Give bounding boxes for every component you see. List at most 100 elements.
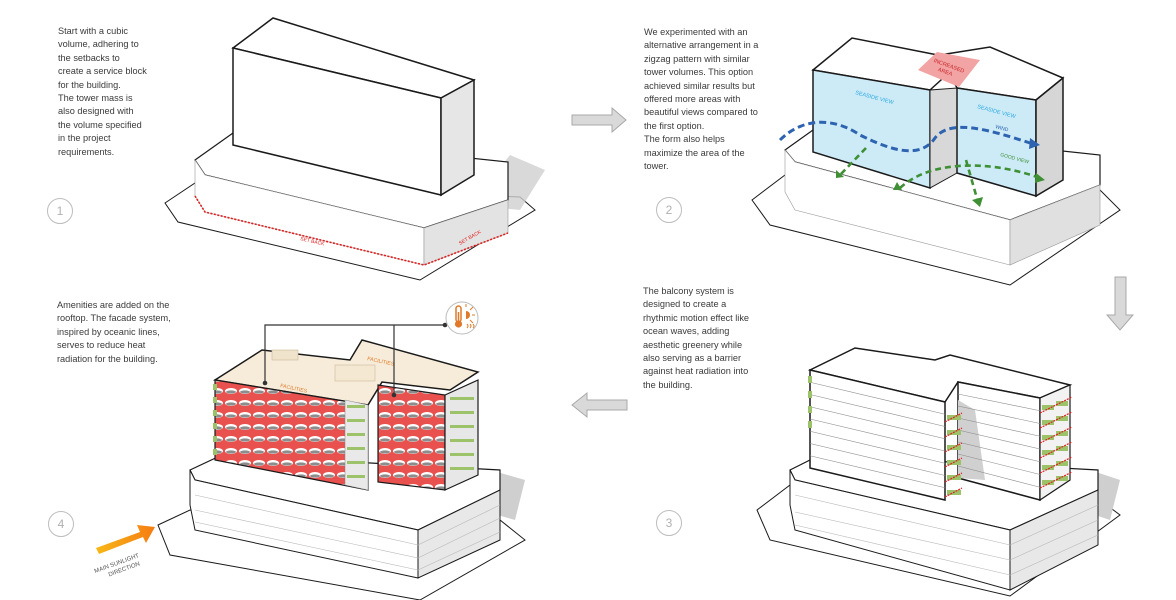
wind-arrowhead — [1029, 138, 1040, 149]
step-2-description: We experimented with an alternative arra… — [644, 27, 759, 172]
podium-side-4 — [417, 489, 501, 579]
floor-line — [957, 429, 1041, 450]
floor-line — [957, 441, 1041, 463]
step-number-3: 3 — [656, 510, 682, 536]
flow-arrow-right — [571, 106, 627, 134]
green-strip — [450, 425, 474, 428]
good-view-arrow — [899, 164, 1041, 189]
podium-floor-lines-4 — [194, 494, 501, 571]
rooftop-box-1 — [271, 349, 299, 361]
core-4 — [344, 399, 369, 491]
view-arrowhead-2 — [1035, 173, 1045, 183]
view-arrowhead-3 — [972, 197, 983, 207]
tower-right-side-2 — [1035, 76, 1064, 198]
green-strip — [450, 411, 474, 414]
green-strip — [450, 439, 474, 442]
view-arrowhead-1 — [836, 170, 844, 178]
heat-arrow — [944, 457, 963, 468]
balcony-planter — [1056, 446, 1068, 451]
balcony-planter — [1042, 420, 1054, 425]
heat-arrow — [944, 412, 963, 423]
floor-line — [957, 465, 1041, 488]
facade-right-4 — [377, 384, 446, 491]
panel-4-massing: FACILITIES FACILITIES MAIN SUNLIGHT — [94, 301, 526, 600]
floor-line — [809, 406, 946, 440]
balcony-planter — [808, 421, 812, 428]
facilities-label-right: FACILITIES — [367, 356, 396, 368]
balconies-3 — [808, 376, 1073, 498]
balcony-planter — [1042, 435, 1054, 440]
balcony-planter — [808, 391, 812, 398]
flow-arrow-down — [1105, 276, 1135, 331]
green-strip — [347, 405, 365, 408]
green-strip — [450, 453, 474, 456]
step-3-description: The balcony system is designed to create… — [643, 286, 750, 390]
green-strip — [213, 436, 217, 442]
balcony-planter — [808, 376, 812, 383]
balcony-planter — [1056, 416, 1068, 421]
wind-label: WIND — [994, 124, 1009, 133]
balcony-planter — [1042, 465, 1054, 470]
podium-floor-lines-3 — [794, 494, 1099, 576]
facilities-label-left: FACILITIES — [280, 383, 309, 395]
flow-arrow-left — [571, 391, 628, 419]
panel-2-massing: INCREASED AREA SEASIDE VIEW SEASIDE VIEW… — [751, 37, 1121, 286]
view-arrow-down — [964, 159, 980, 203]
green-strip — [213, 423, 217, 429]
callout-dot-2 — [391, 392, 397, 398]
floor-line — [957, 393, 1041, 412]
green-strip — [347, 419, 365, 422]
heat-arrow — [944, 427, 963, 438]
balcony-planter — [1042, 480, 1054, 485]
thermometer-sun-icon — [445, 301, 479, 335]
green-strip — [213, 384, 217, 390]
step-number-4: 4 — [48, 511, 74, 537]
step-number-1: 1 — [47, 198, 73, 224]
sunlight-arrow — [96, 525, 155, 554]
floor-line — [809, 381, 946, 415]
heat-arrow — [944, 442, 963, 453]
green-strip — [347, 475, 365, 478]
view-arrowhead-4 — [893, 182, 902, 190]
callout-dot-1 — [262, 380, 268, 386]
side-right-4 — [444, 379, 479, 491]
floor-line — [809, 443, 946, 476]
floor-line — [809, 430, 946, 464]
floor-line — [957, 405, 1041, 424]
balcony-planter — [808, 406, 812, 413]
green-strip — [213, 449, 217, 455]
balcony-planter — [1056, 401, 1068, 406]
increased-area — [918, 52, 980, 87]
step-number-2: 2 — [656, 197, 682, 223]
callout-dot-3 — [442, 322, 448, 328]
callout-line — [264, 324, 445, 383]
step-4-description: Amenities are added on the rooftop. The … — [57, 300, 171, 364]
green-strip — [347, 433, 365, 436]
balcony-planter — [1056, 461, 1068, 466]
tower-shadow-3 — [958, 400, 985, 480]
floor-line — [809, 455, 946, 489]
green-strips-4 — [213, 384, 474, 478]
step-1-description: Start with a cubic volume, adhering to t… — [58, 26, 147, 157]
balcony-planter — [1042, 450, 1054, 455]
green-strip — [450, 397, 474, 400]
green-strip — [347, 447, 365, 450]
green-strip — [213, 410, 217, 416]
floor-line — [957, 417, 1041, 437]
balcony-planter — [1056, 431, 1068, 436]
green-strip — [347, 461, 365, 464]
rooftop-box-2 — [334, 364, 376, 382]
floor-line — [957, 453, 1041, 475]
tower-right-side-3 — [1039, 384, 1071, 502]
podium-side-2 — [1009, 184, 1101, 266]
tower-side-1 — [440, 78, 475, 197]
green-strip — [450, 467, 474, 470]
heat-arrow — [944, 472, 963, 483]
view-arrow-down-left — [839, 147, 867, 176]
balcony-planter — [1042, 405, 1054, 410]
setback-label-front: SET BACK — [300, 236, 326, 248]
balcony-planter — [1056, 476, 1068, 481]
panel-3-massing — [756, 347, 1121, 597]
heat-arrow — [944, 487, 963, 498]
